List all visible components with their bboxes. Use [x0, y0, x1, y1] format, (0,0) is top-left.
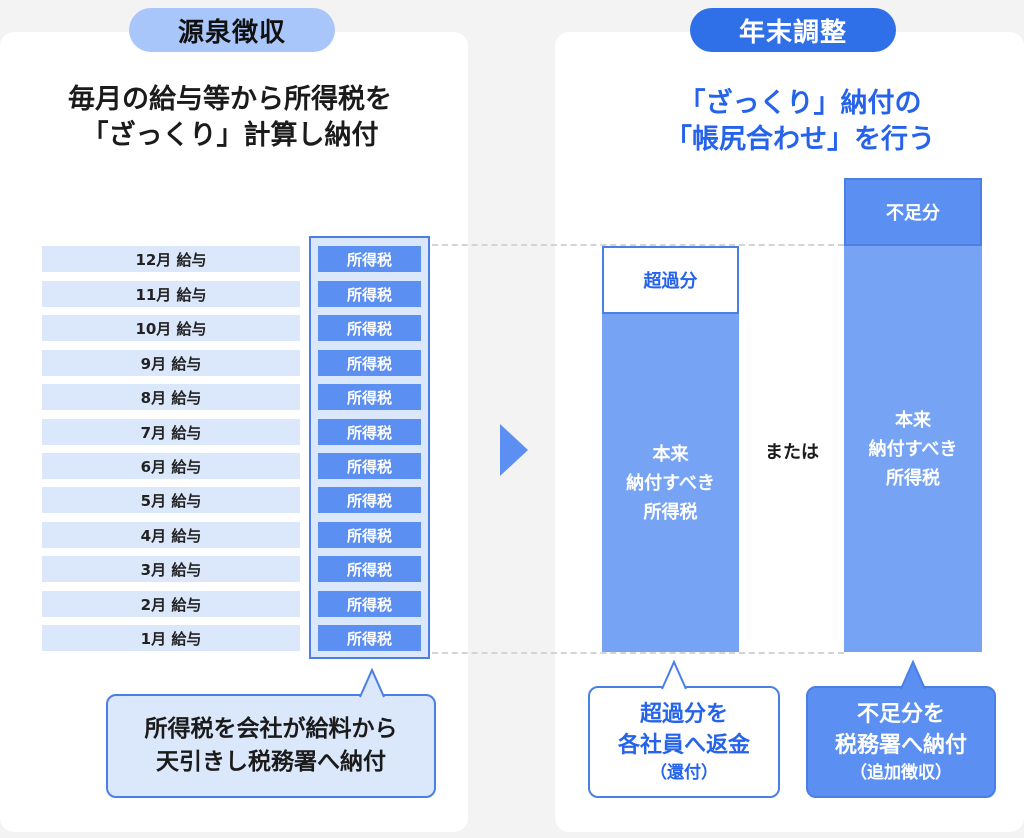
year-end-adjustment-title-pill: 年末調整	[690, 8, 896, 52]
bar-label-line1: 本来	[895, 409, 931, 431]
additional-collection-callout: 不足分を 税務署へ納付 （追加徴収）	[806, 659, 996, 798]
salary-row: 1月 給与	[42, 625, 300, 651]
withholding-title-pill: 源泉徴収	[129, 8, 335, 52]
withholding-heading-line1: 毎月の給与等から所得税を	[68, 84, 392, 115]
or-label: または	[765, 442, 819, 463]
income-tax-cell: 所得税	[318, 522, 421, 548]
refund-callout-line2: 各社員へ返金	[617, 733, 750, 758]
salary-row: 3月 給与	[42, 556, 300, 582]
salary-row: 12月 給与	[42, 246, 300, 272]
salary-row: 10月 給与	[42, 315, 300, 341]
proper-tax-bar-shortage-case: 本来 納付すべき 所得税	[844, 246, 982, 652]
bar-label-line1: 本来	[652, 443, 689, 465]
adjustment-heading-line1: 「ざっくり」納付の	[678, 88, 922, 119]
salary-row: 5月 給与	[42, 487, 300, 513]
bar-label-line2: 納付すべき	[868, 438, 958, 460]
salary-row: 11月 給与	[42, 281, 300, 307]
income-tax-cell: 所得税	[318, 487, 421, 513]
salary-row: 4月 給与	[42, 522, 300, 548]
income-tax-cell: 所得税	[318, 281, 421, 307]
income-tax-cell: 所得税	[318, 246, 421, 272]
bar-label-line2: 納付すべき	[626, 472, 715, 494]
income-tax-cell: 所得税	[318, 625, 421, 651]
withholding-heading-line2: 「ざっくり」計算し納付	[81, 120, 379, 151]
shortage-callout-line1: 不足分を	[856, 702, 945, 727]
salary-row: 8月 給与	[42, 384, 300, 410]
withholding-callout: 所得税を会社が給料から 天引きし税務署へ納付	[106, 667, 436, 798]
shortage-callout-line2: 税務署へ納付	[834, 733, 967, 758]
withholding-callout-line2: 天引きし税務署へ納付	[156, 749, 386, 775]
callout-pointer	[900, 659, 926, 690]
salary-row: 6月 給与	[42, 453, 300, 479]
bar-label-line3: 所得税	[886, 467, 940, 489]
refund-callout-line1: 超過分を	[639, 702, 728, 727]
income-tax-cell: 所得税	[318, 556, 421, 582]
callout-pointer	[359, 667, 385, 698]
shortage-amount-box: 不足分	[844, 178, 982, 246]
flow-arrow-icon	[500, 424, 528, 476]
refund-callout: 超過分を 各社員へ返金 （還付）	[588, 659, 780, 798]
income-tax-cell: 所得税	[318, 591, 421, 617]
refund-callout-sub: （還付）	[650, 763, 718, 783]
salary-row: 7月 給与	[42, 419, 300, 445]
adjustment-heading-line2: 「帳尻合わせ」を行う	[665, 124, 935, 155]
income-tax-cell: 所得税	[318, 384, 421, 410]
salary-row: 2月 給与	[42, 591, 300, 617]
shortage-callout-sub: （追加徴収）	[850, 763, 952, 783]
income-tax-cell: 所得税	[318, 453, 421, 479]
income-tax-cell: 所得税	[318, 315, 421, 341]
callout-pointer	[661, 659, 687, 690]
bottom-guide-line	[432, 652, 844, 654]
withholding-callout-line1: 所得税を会社が給料から	[144, 716, 398, 742]
proper-tax-bar-refund-case: 本来 納付すべき 所得税	[602, 314, 739, 652]
excess-amount-box: 超過分	[602, 246, 739, 314]
income-tax-cell: 所得税	[318, 419, 421, 445]
withholding-heading: 毎月の給与等から所得税を 「ざっくり」計算し納付	[20, 82, 440, 154]
income-tax-cell: 所得税	[318, 350, 421, 376]
salary-row: 9月 給与	[42, 350, 300, 376]
top-guide-line	[432, 244, 844, 246]
adjustment-heading: 「ざっくり」納付の 「帳尻合わせ」を行う	[580, 86, 1020, 158]
bar-label-line3: 所得税	[643, 501, 698, 523]
